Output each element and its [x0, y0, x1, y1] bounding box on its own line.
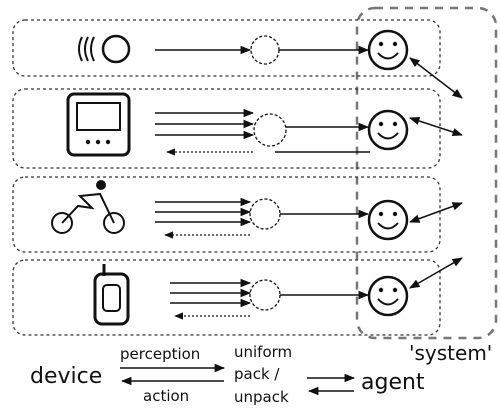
- legend-action-label: action: [143, 387, 190, 405]
- agent-link-arrow: [409, 116, 463, 137]
- pack-unpack-node: [250, 35, 280, 65]
- agent-link-arrow: [409, 202, 463, 223]
- handheld-radio-icon: [93, 264, 130, 326]
- legend-device-label: device: [30, 364, 103, 389]
- agent-link-arrow: [409, 257, 463, 289]
- row-4-container: [12, 259, 441, 336]
- legend-unpack-label: unpack: [234, 388, 289, 406]
- pack-unpack-node: [253, 113, 287, 147]
- agent-icon: [367, 199, 409, 241]
- row-1-container: [12, 19, 441, 77]
- cyclist-icon: [51, 180, 125, 234]
- agent-icon: [367, 29, 409, 71]
- legend-perception-label: perception: [120, 345, 201, 363]
- system-label: 'system': [409, 341, 493, 365]
- legend-pack-label: pack /: [234, 365, 280, 383]
- row-2-container: [12, 88, 441, 169]
- pack-unpack-node: [249, 279, 281, 311]
- agent-icon: [367, 109, 409, 151]
- row-3-container: [12, 176, 441, 253]
- system-boundary: [355, 6, 498, 340]
- agent-link-arrow: [409, 57, 463, 99]
- legend-agent-label: agent: [361, 370, 425, 395]
- agent-icon: [367, 275, 409, 317]
- pack-unpack-node: [249, 198, 281, 230]
- sound-emitter-icon: [78, 34, 131, 64]
- legend-uniform-label: uniform: [234, 343, 293, 361]
- monitor-device-icon: [66, 92, 131, 157]
